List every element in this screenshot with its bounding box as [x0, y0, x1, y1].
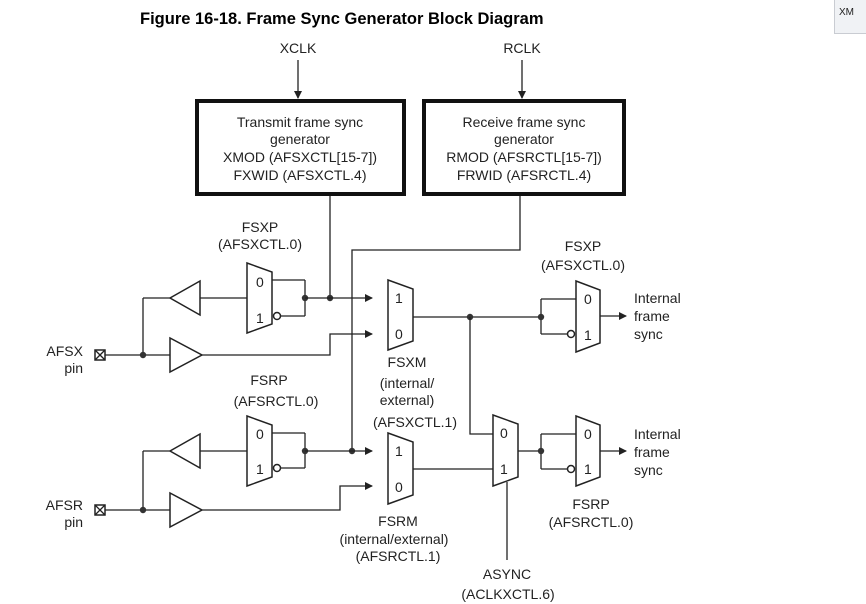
- afsx-pin-label: pin: [64, 360, 83, 376]
- fsxm-mux-in1: 1: [395, 290, 403, 306]
- fsrp-right-junction: [537, 447, 545, 455]
- fsxm-label-4: (AFSXCTL.1): [373, 414, 457, 430]
- receive-box-line1: Receive frame sync: [463, 114, 586, 130]
- internal-sync-top-1: Internal: [634, 290, 681, 306]
- rclk-label: RCLK: [503, 40, 541, 56]
- receive-box-line2: generator: [494, 131, 554, 147]
- fsrm-mux-in0: 0: [395, 479, 403, 495]
- fsrm-mux: [387, 431, 414, 506]
- fsxp-top-reg: (AFSXCTL.0): [218, 236, 302, 252]
- afsr-pin-name: AFSR: [46, 497, 83, 513]
- fsxp-right-junction: [537, 313, 545, 321]
- afsx-output-buffer: [168, 279, 201, 317]
- async-label-1: ASYNC: [483, 566, 531, 582]
- receive-generator-output: [351, 196, 521, 451]
- transmit-box-line4: FXWID (AFSXCTL.4): [233, 167, 366, 183]
- fsrp-right-name: FSRP: [572, 496, 609, 512]
- fsxp-polarity-mux-right: [575, 279, 601, 354]
- internal-sync-bottom-1: Internal: [634, 426, 681, 442]
- transmit-frame-sync-generator: [195, 99, 406, 196]
- fsrm-mux-in1: 1: [395, 443, 403, 459]
- receive-box-line4: FRWID (AFSRCTL.4): [457, 167, 591, 183]
- fsxm-mux: [387, 278, 414, 352]
- fsrp-polarity-mux-right: [575, 414, 601, 488]
- afsr-input-to-fsrm: [202, 482, 373, 511]
- fsxp-top-name: FSXP: [242, 219, 279, 235]
- transmit-box-line1: Transmit frame sync: [237, 114, 363, 130]
- fsrp-left-name: FSRP: [250, 372, 287, 388]
- fsrm-label-2: (internal/external): [340, 531, 449, 547]
- fsrp-right-inverter-bubble: [566, 464, 576, 474]
- afsr-pin-cross-b: [94, 504, 106, 516]
- fsxm-to-async-mux: [469, 317, 493, 435]
- fsxp-polarity-mux-left: [246, 261, 273, 335]
- figure-title: Figure 16-18. Frame Sync Generator Block…: [140, 10, 544, 28]
- fsrp-mux-in1: 1: [256, 461, 264, 477]
- fsxp-inverter-bubble: [272, 311, 282, 321]
- afsx-junction: [139, 351, 147, 359]
- fsxp-right-mux-in1: 1: [584, 327, 592, 343]
- fsrp-right-reg: (AFSRCTL.0): [549, 514, 634, 530]
- fsrp-right-mux-in1: 1: [584, 461, 592, 477]
- afsx-pin-name: AFSX: [46, 343, 83, 359]
- fsrp-right-mux-in0: 0: [584, 426, 592, 442]
- afsx-input-to-fsxm: [202, 330, 373, 356]
- fsxm-mux-in0: 0: [395, 326, 403, 342]
- receive-box-line3: RMOD (AFSRCTL[15-7]): [446, 149, 602, 165]
- internal-sync-top-2: frame: [634, 308, 670, 324]
- afsx-input-buffer: [169, 336, 204, 374]
- afsr-output-buffer: [168, 432, 201, 470]
- transmit-box-line3: XMOD (AFSXCTL[15-7]): [223, 149, 377, 165]
- fsxm-label-1: FSXM: [388, 354, 427, 370]
- fsrm-label-3: (AFSRCTL.1): [356, 548, 441, 564]
- afsx-pin-cross-b: [94, 349, 106, 361]
- fsrm-label-1: FSRM: [378, 513, 418, 529]
- fsrp-left-reg: (AFSRCTL.0): [234, 393, 319, 409]
- receive-frame-sync-generator: [422, 99, 626, 196]
- fsxp-right-reg: (AFSXCTL.0): [541, 257, 625, 273]
- fsrp-polarity-mux-left: [246, 414, 273, 488]
- afsr-input-buffer: [169, 491, 204, 529]
- async-label-2: (ACLKXCTL.6): [461, 586, 554, 602]
- fsxm-label-3: external): [380, 392, 434, 408]
- xclk-label: XCLK: [280, 40, 317, 56]
- fsxp-right-mux-in0: 0: [584, 291, 592, 307]
- fsrp-inverter-bubble: [272, 463, 282, 473]
- transmit-box-line2: generator: [270, 131, 330, 147]
- async-mux-in0: 0: [500, 425, 508, 441]
- fsxp-right-name: FSXP: [565, 238, 602, 254]
- async-mux-in1: 1: [500, 461, 508, 477]
- fsrp-mux-in0: 0: [256, 426, 264, 442]
- fsxp-right-inverter-bubble: [566, 329, 576, 339]
- corner-tab[interactable]: XM: [834, 0, 866, 34]
- afsr-junction: [139, 506, 147, 514]
- internal-sync-bottom-2: frame: [634, 444, 670, 460]
- fsxp-mux-in1: 1: [256, 310, 264, 326]
- async-mux: [492, 413, 519, 488]
- fsxp-mux-in0: 0: [256, 274, 264, 290]
- internal-sync-bottom-3: sync: [634, 462, 663, 478]
- fsxm-label-2: (internal/: [380, 375, 435, 391]
- afsr-pin-label: pin: [64, 514, 83, 530]
- internal-sync-top-3: sync: [634, 326, 663, 342]
